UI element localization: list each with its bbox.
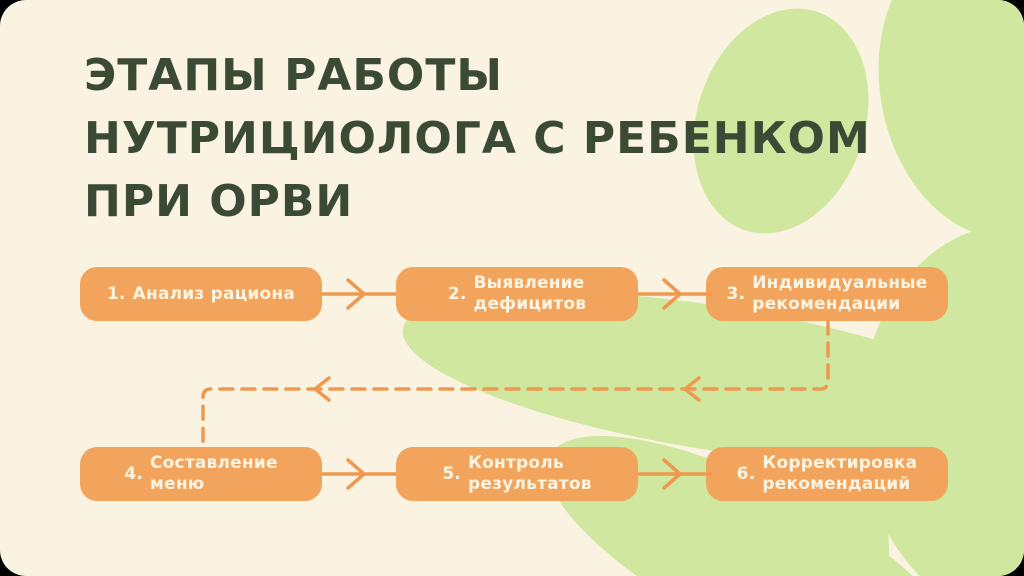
left-chevron-icon	[313, 376, 331, 402]
step-number: 5.	[442, 463, 461, 484]
step-label: Составление меню	[150, 453, 278, 494]
step-label: Корректировка рекомендаций	[762, 453, 918, 494]
step-number: 2.	[447, 283, 467, 304]
step-label: Анализ рациона	[132, 283, 296, 304]
step-label: Выявление дефицитов	[473, 273, 587, 314]
step-box-6: 6. Корректировка рекомендаций	[706, 447, 948, 501]
step-label: Контроль результатов	[468, 453, 592, 494]
flow-arrow-icon	[322, 458, 396, 490]
leaf-petals	[402, 0, 1024, 576]
step-number: 3.	[726, 283, 746, 304]
step-box-1: 1. Анализ рациона	[80, 267, 322, 321]
step-number: 4.	[124, 463, 143, 484]
step-box-3: 3. Индивидуальные рекомендации	[706, 267, 948, 321]
page-title: ЭТАПЫ РАБОТЫ НУТРИЦИОЛОГА С РЕБЕНКОМ ПРИ…	[84, 50, 871, 227]
step-box-5: 5. Контроль результатов	[396, 447, 638, 501]
step-number: 1.	[106, 283, 126, 304]
step-box-4: 4. Составление меню	[80, 447, 322, 501]
flow-arrow-icon	[638, 278, 712, 310]
dashed-line	[201, 319, 830, 449]
step-number: 6.	[736, 463, 756, 484]
step-box-2: 2. Выявление дефицитов	[396, 267, 638, 321]
step-label: Индивидуальные рекомендации	[752, 273, 928, 314]
left-chevron-icon	[683, 376, 701, 402]
flow-arrow-icon	[638, 458, 712, 490]
flow-arrow-icon	[322, 278, 396, 310]
